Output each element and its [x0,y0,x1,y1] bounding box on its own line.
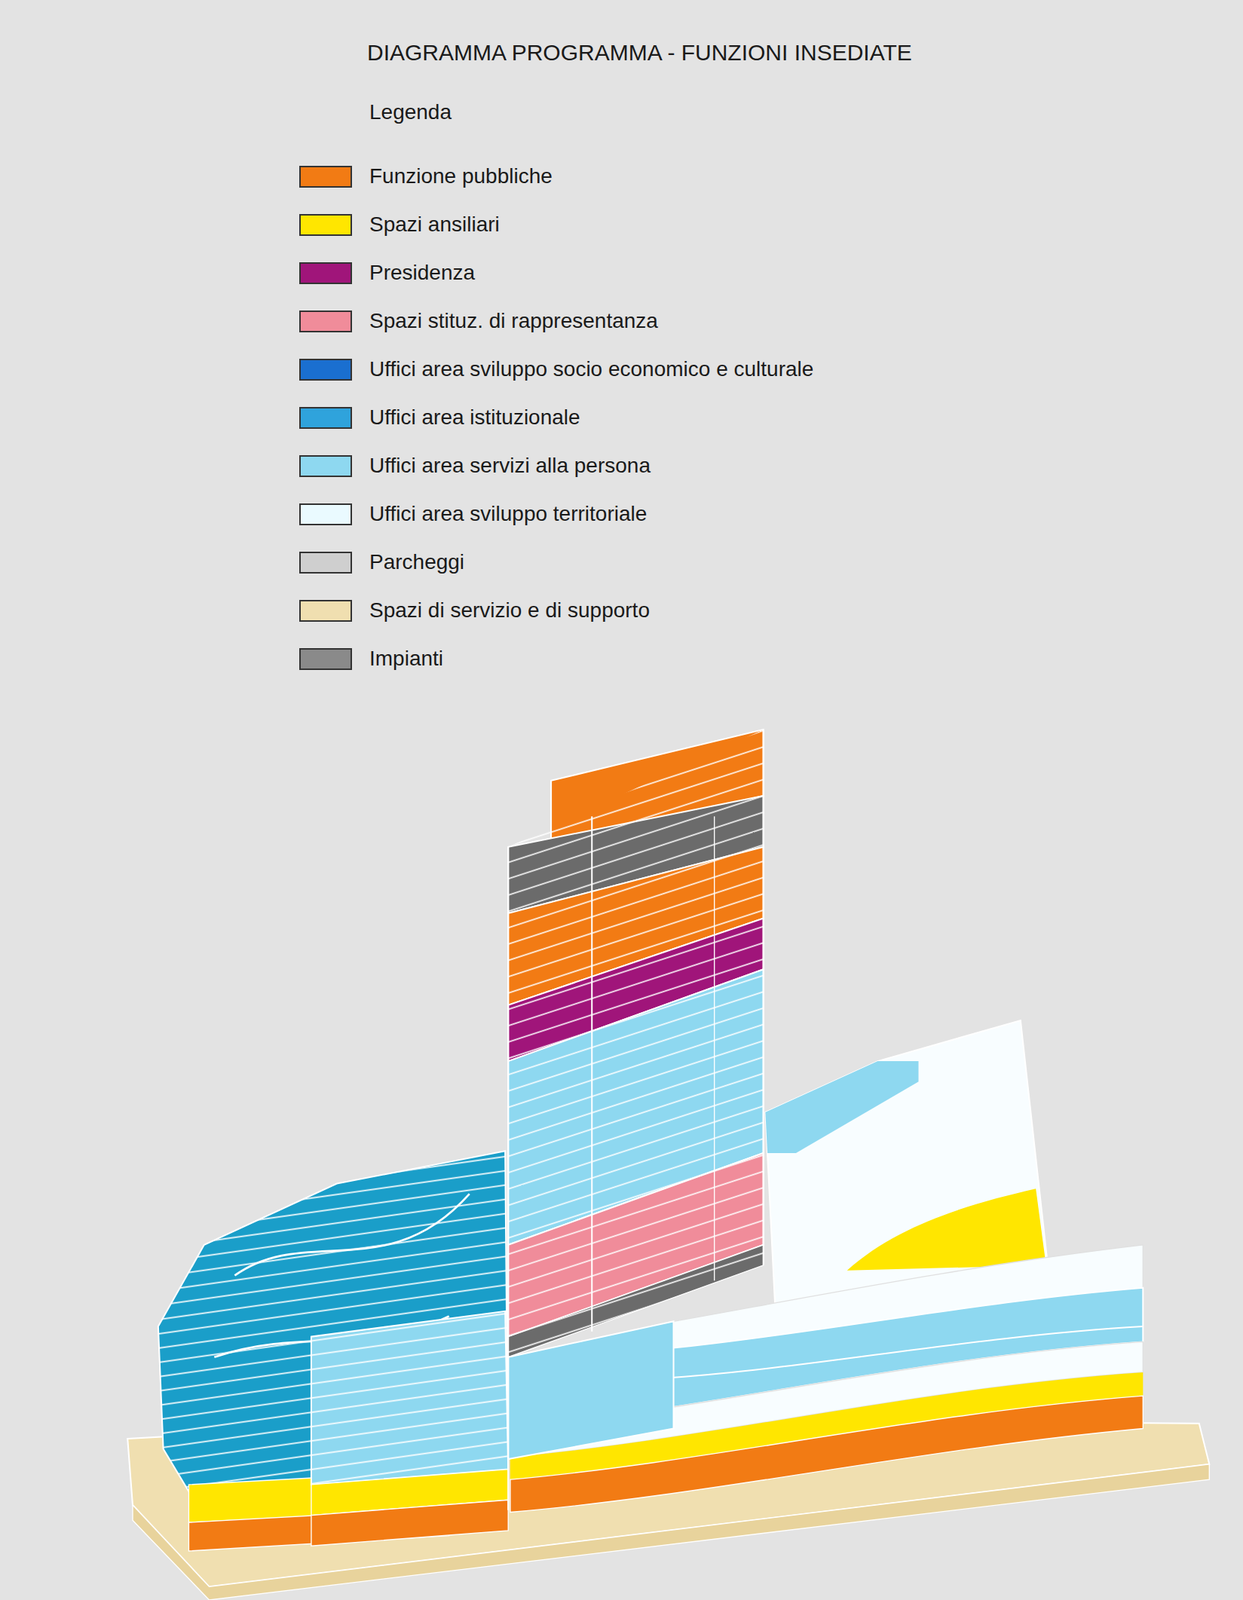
diagram-title: DIAGRAMMA PROGRAMMA - FUNZIONI INSEDIATE [367,39,913,66]
legend-heading: Legenda [369,99,452,126]
legend-text: Spazi di servizio e di supporto [369,597,650,624]
legend-text: Uffici area sviluppo territoriale [369,501,647,527]
legend-swatch [299,551,353,574]
legend-swatch [299,310,353,333]
legend-swatch [299,600,353,622]
legend-swatch [299,358,353,381]
legend-text: Uffici area servizi alla persona [369,453,651,479]
legend-text: Funzione pubbliche [369,163,553,190]
legend-text: Uffici area sviluppo socio economico e c… [369,356,814,383]
legend-text: Spazi stituz. di rappresentanza [369,308,659,334]
legend-text: Spazi ansiliari [369,211,500,238]
legend-swatch [299,407,353,429]
legend-swatch [299,648,353,671]
legend-text: Impianti [369,645,444,672]
legend-text: Parcheggi [369,549,465,576]
legend-swatch [299,165,353,188]
legend-swatch [299,262,353,285]
legend-swatch [299,455,353,478]
legend-text: Uffici area istituzionale [369,404,581,431]
legend-swatch [299,214,353,236]
legend-text: Presidenza [369,260,475,286]
legend-swatch [299,503,353,526]
